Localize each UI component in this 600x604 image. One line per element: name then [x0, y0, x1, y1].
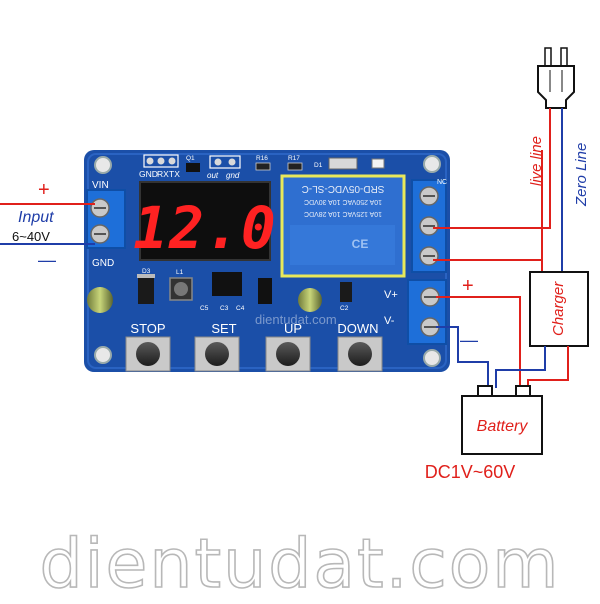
button-down[interactable]: DOWN	[337, 321, 383, 372]
silk-l1: L1	[176, 269, 184, 276]
relay-terminal	[411, 179, 447, 273]
board-gnd-label: GND	[92, 258, 114, 269]
silk-d3: D3	[142, 268, 151, 275]
relay-rating-1: 10A 250VAC 10A 30VDC	[304, 198, 382, 205]
components	[87, 272, 352, 313]
mounting-hole	[94, 156, 112, 174]
button-stop[interactable]: STOP	[125, 321, 171, 372]
input-range: 6~40V	[12, 229, 50, 244]
led-display: 12.0	[133, 181, 277, 262]
ac-plug	[537, 47, 575, 109]
input-wires	[0, 203, 95, 245]
out-gnd-header: out gnd	[207, 155, 241, 180]
silk-c4: C4	[236, 305, 245, 312]
vminus-label: V-	[384, 315, 395, 327]
gnd-label: gnd	[226, 171, 240, 180]
silk-c2: C2	[340, 305, 349, 312]
battery-range: DC1V~60V	[425, 462, 516, 482]
button-set-label: SET	[211, 321, 236, 336]
relay: SRD-05VDC-SL-C 10A 250VAC 10A 30VDC 10A …	[280, 174, 406, 278]
button-stop-label: STOP	[130, 321, 165, 336]
zero-line-label: Zero Line	[573, 143, 590, 207]
charger-label: Charger	[550, 281, 567, 336]
svg-text:CE: CE	[352, 237, 369, 251]
button-up[interactable]: UP	[265, 321, 311, 372]
relay-pin-nc: NC	[437, 179, 447, 186]
vin-terminal	[86, 189, 126, 249]
silk-r17: R17	[288, 155, 300, 162]
silk-c5: C5	[200, 305, 209, 312]
relay-model: SRD-05VDC-SL-C	[302, 183, 385, 194]
button-set[interactable]: SET	[194, 321, 240, 372]
input-minus: —	[38, 250, 56, 270]
mounting-hole	[423, 155, 441, 173]
button-down-label: DOWN	[337, 321, 378, 336]
input-label: Input	[18, 209, 54, 226]
vin-label: VIN	[92, 180, 109, 191]
mounting-hole	[423, 349, 441, 367]
pcb-watermark: dientudat.com	[255, 312, 337, 327]
input-plus: +	[38, 179, 50, 201]
silk-q1: Q1	[186, 155, 195, 162]
battery-box: Battery	[461, 385, 543, 455]
charger-box: Charger	[529, 271, 589, 347]
header-label-gnd: GND	[139, 169, 158, 179]
header-label-rx: RX	[157, 169, 169, 179]
serial-header: GND RX TX	[139, 154, 180, 179]
button-up-label: UP	[284, 321, 302, 336]
header-label-tx: TX	[169, 169, 180, 179]
out-label: out	[207, 171, 219, 180]
mounting-hole	[94, 346, 112, 364]
silk-r16: R16	[256, 155, 268, 162]
silk-d1: D1	[314, 162, 323, 169]
watermark: dientudat.com	[39, 524, 561, 604]
relay-rating-2: 10A 125VAC 10A 28VDC	[304, 210, 382, 217]
battery-wires	[436, 296, 569, 388]
display-value: 12.0	[133, 194, 277, 262]
live-line-label: live line	[528, 136, 545, 186]
battery-label: Battery	[477, 418, 529, 435]
battery-terminal	[407, 279, 447, 345]
silk-c3: C3	[220, 305, 229, 312]
vplus-label: V+	[384, 289, 398, 301]
battery-minus: —	[460, 330, 478, 350]
ac-wires	[433, 108, 563, 272]
battery-plus: +	[462, 275, 474, 297]
